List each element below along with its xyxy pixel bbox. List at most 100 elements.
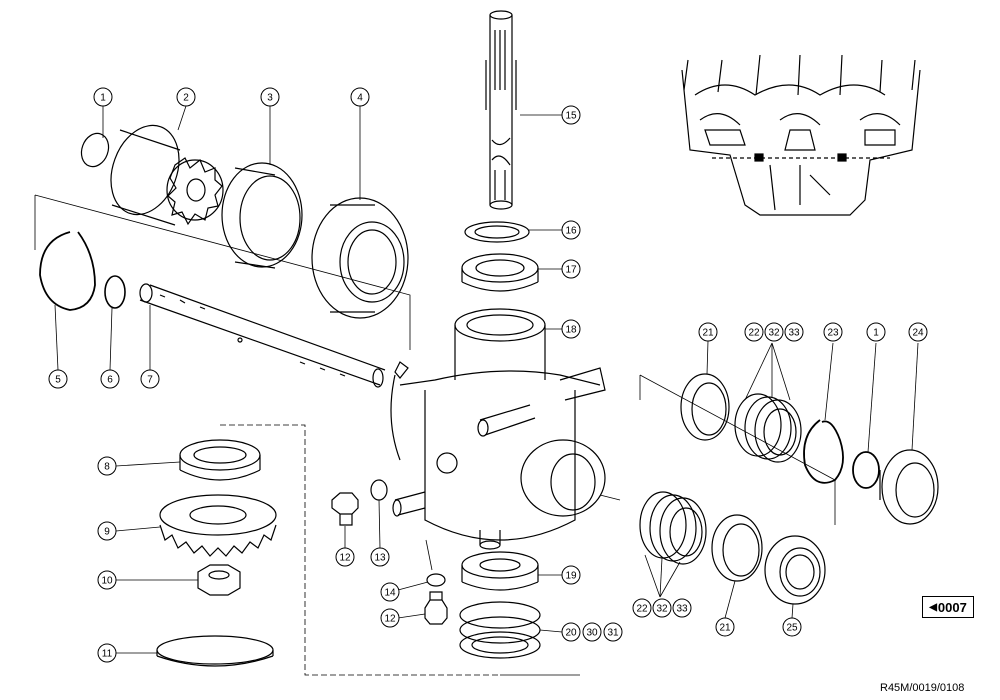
svg-text:18: 18 xyxy=(565,325,577,336)
callout-33: 33 xyxy=(784,322,804,342)
svg-text:5: 5 xyxy=(55,375,61,386)
svg-text:20: 20 xyxy=(565,628,577,639)
svg-text:8: 8 xyxy=(104,462,110,473)
svg-text:24: 24 xyxy=(912,328,924,339)
callout-32: 32 xyxy=(764,322,784,342)
washer-part-16 xyxy=(464,221,530,243)
callout-31: 31 xyxy=(603,622,623,642)
callout-12: 12 xyxy=(335,547,355,567)
svg-text:23: 23 xyxy=(827,328,839,339)
callout-20: 20 xyxy=(561,622,581,642)
circlip-part-5 xyxy=(39,231,96,311)
svg-text:12: 12 xyxy=(339,553,351,564)
callout-10: 10 xyxy=(97,570,117,590)
callout-32-lower: 32 xyxy=(652,598,672,618)
callout-17: 17 xyxy=(561,259,581,279)
drawing-code: R45M/0019/0108 xyxy=(880,682,965,694)
svg-text:1: 1 xyxy=(100,93,106,104)
cover-part-11 xyxy=(156,635,274,667)
svg-text:11: 11 xyxy=(102,649,113,660)
right-group-frame xyxy=(639,374,836,525)
callout-22-lower: 22 xyxy=(632,598,652,618)
callout-5: 5 xyxy=(48,369,68,389)
svg-text:30: 30 xyxy=(586,628,598,639)
bearing-part-4 xyxy=(311,197,409,319)
bearing-part-3 xyxy=(221,162,303,269)
callout-25: 25 xyxy=(782,617,802,637)
callout-2: 2 xyxy=(176,87,196,107)
svg-text:32: 32 xyxy=(768,328,780,339)
svg-text:12: 12 xyxy=(384,614,396,625)
svg-text:19: 19 xyxy=(565,571,577,582)
callout-11: 11 xyxy=(97,643,117,663)
callout-9: 9 xyxy=(97,521,117,541)
svg-text:22: 22 xyxy=(748,328,760,339)
callout-4: 4 xyxy=(350,87,370,107)
reference-number: 0007 xyxy=(937,599,967,615)
svg-text:22: 22 xyxy=(636,604,648,615)
callout-19: 19 xyxy=(561,565,581,585)
callout-7: 7 xyxy=(140,369,160,389)
svg-text:17: 17 xyxy=(565,265,577,276)
plug-part-12 xyxy=(424,591,448,625)
circlip-part-1 xyxy=(80,132,110,168)
machine-inset-drawing xyxy=(681,54,921,216)
svg-text:9: 9 xyxy=(104,527,110,538)
svg-text:1: 1 xyxy=(873,328,879,339)
callout-21: 21 xyxy=(698,322,718,342)
svg-text:14: 14 xyxy=(384,588,396,599)
bevel-pinion-part-2 xyxy=(110,124,224,226)
reference-number-box: ◀ 0007 xyxy=(922,596,974,618)
bevel-gear-part-9 xyxy=(159,494,277,557)
svg-text:10: 10 xyxy=(101,576,113,587)
callout-21-lower: 21 xyxy=(715,617,735,637)
callout-1-right: 1 xyxy=(866,322,886,342)
svg-text:13: 13 xyxy=(374,553,386,564)
bearing-part-8 xyxy=(179,439,261,481)
input-shaft-part-7 xyxy=(139,283,386,388)
svg-text:3: 3 xyxy=(267,93,273,104)
svg-text:7: 7 xyxy=(147,375,153,386)
lower-group-frame xyxy=(220,424,500,676)
bearing-part-17 xyxy=(461,253,539,292)
callout-18: 18 xyxy=(561,319,581,339)
callout-14: 14 xyxy=(380,582,400,602)
seal-part-24 xyxy=(879,449,939,525)
bearing-part-25 xyxy=(764,535,826,605)
svg-text:21: 21 xyxy=(702,328,714,339)
output-shaft-part-15 xyxy=(485,10,517,210)
shims-part-22-32-33-lower xyxy=(639,491,707,565)
callout-6: 6 xyxy=(100,369,120,389)
callout-24: 24 xyxy=(908,322,928,342)
washer-part-21-lower xyxy=(711,514,763,582)
washer-part-14 xyxy=(426,573,446,587)
gearbox-housing-part-18 xyxy=(390,308,606,550)
washer-part-6 xyxy=(104,275,126,309)
svg-text:21: 21 xyxy=(719,623,731,634)
callout-1: 1 xyxy=(93,87,113,107)
nut-part-10 xyxy=(197,564,241,596)
callout-22: 22 xyxy=(744,322,764,342)
svg-text:6: 6 xyxy=(107,375,113,386)
left-arrow-icon: ◀ xyxy=(929,601,937,613)
spacer-part-19 xyxy=(461,551,539,591)
callouts: 1 2 3 4 5 6 7 8 9 10 11 12 13 14 12 15 1… xyxy=(48,87,928,663)
washer-part-21 xyxy=(680,373,730,441)
callout-13: 13 xyxy=(370,547,390,567)
svg-text:15: 15 xyxy=(565,111,577,122)
circlip-part-23 xyxy=(803,419,844,484)
callout-16: 16 xyxy=(561,220,581,240)
bolt-part-12 xyxy=(331,492,359,526)
input-group-frame xyxy=(34,194,411,350)
leader-lines xyxy=(54,105,919,654)
callout-30: 30 xyxy=(582,622,602,642)
svg-text:32: 32 xyxy=(656,604,668,615)
svg-text:2: 2 xyxy=(183,93,189,104)
callout-8: 8 xyxy=(97,456,117,476)
svg-text:25: 25 xyxy=(786,623,798,634)
svg-text:33: 33 xyxy=(676,604,688,615)
callout-23: 23 xyxy=(823,322,843,342)
callout-12-lower: 12 xyxy=(380,608,400,628)
shims-part-20-30-31 xyxy=(459,601,541,659)
